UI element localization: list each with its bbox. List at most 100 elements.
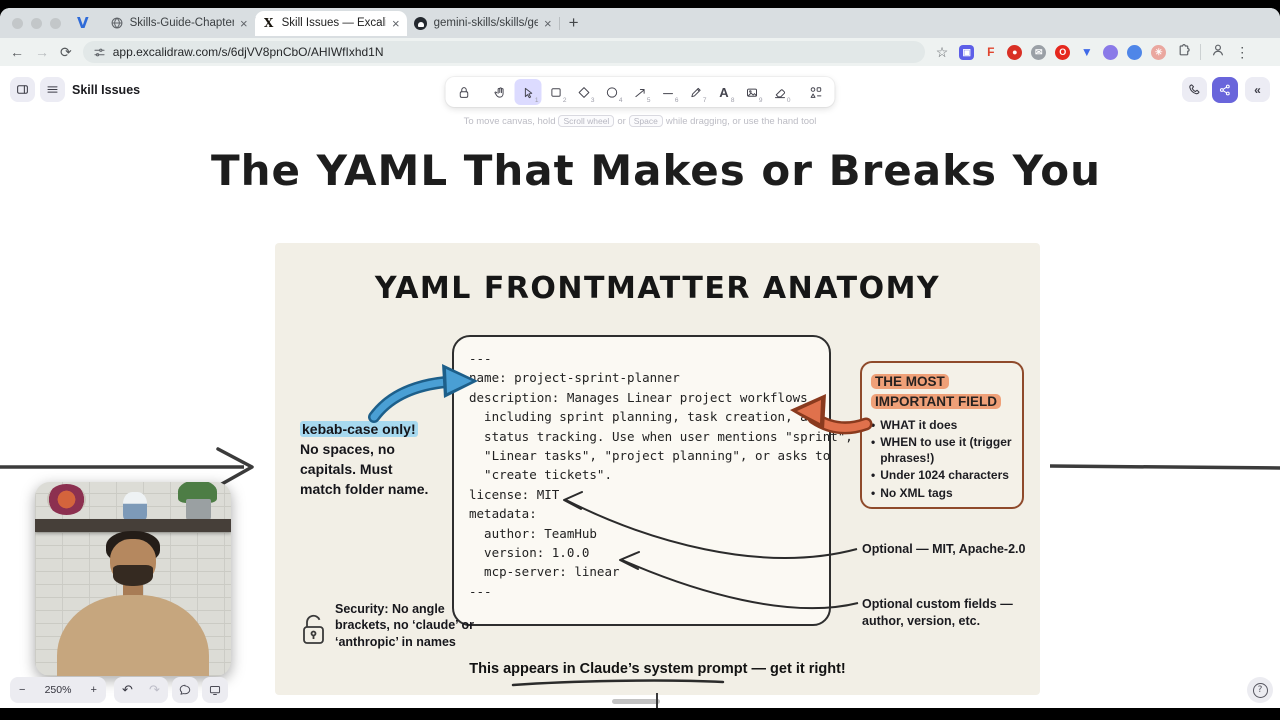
presentation-button[interactable] bbox=[202, 677, 228, 703]
excalidraw-canvas[interactable]: Skill Issues 1 2 3 bbox=[0, 66, 1280, 708]
kbd-space: Space bbox=[628, 115, 663, 127]
main-menu-button[interactable] bbox=[40, 77, 65, 102]
important-field-title: THE MOST IMPORTANT FIELD bbox=[871, 372, 1014, 411]
hamburger-icon bbox=[47, 86, 58, 93]
zoom-out-button[interactable]: − bbox=[19, 684, 26, 696]
code-line: metadata: bbox=[469, 506, 537, 522]
cursor-icon bbox=[524, 87, 533, 98]
selection-tool[interactable]: 1 bbox=[514, 79, 542, 105]
diamond-tool[interactable]: 3 bbox=[571, 79, 598, 105]
maximize-window-button[interactable] bbox=[50, 17, 61, 29]
security-note: Security: No angle brackets, no ‘claude’… bbox=[335, 602, 474, 649]
extension-camera-icon[interactable]: ▣ bbox=[959, 44, 975, 60]
redo-button[interactable]: ↷ bbox=[149, 682, 160, 698]
url-text[interactable]: app.excalidraw.com/s/6djVV8pnCbO/AHIWfIx… bbox=[112, 45, 384, 59]
lock-tool[interactable] bbox=[451, 79, 478, 105]
pinned-tab-favicon[interactable]: V bbox=[77, 14, 89, 32]
divider bbox=[1200, 44, 1202, 60]
back-button[interactable]: ← bbox=[10, 44, 24, 60]
text-icon: A bbox=[719, 84, 729, 100]
diamond-icon bbox=[578, 86, 590, 98]
collapse-sidebar-button[interactable]: « bbox=[1245, 77, 1270, 102]
code-line: license: MIT bbox=[469, 486, 560, 502]
extensions-row: ▣ F ● ✉ O ▼ ✳ ⋮ bbox=[959, 42, 1249, 63]
extension-v-icon[interactable]: ▼ bbox=[1080, 45, 1093, 59]
tab-skills-guide[interactable]: Skills-Guide-Chapter-Overvi × bbox=[103, 11, 256, 36]
tab-title: Skill Issues — Excalidraw Plus bbox=[281, 17, 386, 29]
rectangle-icon bbox=[551, 87, 561, 97]
rectangle-tool[interactable]: 2 bbox=[543, 79, 570, 105]
wall-decor-plate bbox=[46, 483, 86, 515]
plant-pot bbox=[185, 499, 212, 521]
code-line: "Linear tasks", "project planning", or a… bbox=[469, 448, 831, 464]
tab-excalidraw-active[interactable]: X Skill Issues — Excalidraw Plus × bbox=[254, 10, 407, 36]
extension-blue-icon[interactable] bbox=[1127, 44, 1143, 60]
zoom-level[interactable]: 250% bbox=[44, 684, 72, 696]
share-button[interactable] bbox=[1212, 77, 1238, 103]
arrow-icon bbox=[635, 88, 645, 97]
github-icon bbox=[414, 16, 428, 30]
ellipse-tool[interactable]: 4 bbox=[599, 79, 626, 105]
forward-button[interactable]: → bbox=[35, 44, 49, 60]
diagram-panel: YAML FRONTMATTER ANATOMY --- name: proje… bbox=[275, 243, 1040, 695]
code-line: version: 1.0.0 bbox=[469, 545, 590, 561]
sidebar-icon bbox=[17, 85, 28, 94]
presenter-beard bbox=[113, 565, 153, 586]
bullet-item: WHAT it does bbox=[880, 418, 958, 433]
extension-purple-icon[interactable] bbox=[1103, 44, 1119, 60]
important-field-box: THE MOST IMPORTANT FIELD •WHAT it does •… bbox=[860, 361, 1024, 509]
kbd-scroll-wheel: Scroll wheel bbox=[558, 115, 615, 127]
shelf-ornament bbox=[123, 491, 147, 521]
code-line: description: Manages Linear project work… bbox=[469, 389, 808, 405]
close-window-button[interactable] bbox=[12, 17, 23, 29]
horizontal-scrollbar[interactable] bbox=[612, 699, 660, 704]
browser-menu-icon[interactable]: ⋮ bbox=[1235, 44, 1250, 60]
help-button[interactable]: ? bbox=[1247, 677, 1273, 703]
eraser-tool[interactable]: 0 bbox=[767, 79, 794, 105]
code-line: name: project-sprint-planner bbox=[469, 370, 680, 386]
extension-flower-icon[interactable]: ✳ bbox=[1151, 44, 1167, 60]
line-tool[interactable]: 6 bbox=[655, 79, 682, 105]
eraser-icon bbox=[775, 88, 786, 98]
profile-avatar-icon[interactable] bbox=[1210, 42, 1226, 63]
extension-f-icon[interactable]: F bbox=[987, 45, 995, 59]
library-toggle-button[interactable] bbox=[10, 77, 35, 102]
reload-button[interactable]: ⟳ bbox=[60, 44, 72, 60]
security-lock-icon bbox=[300, 613, 327, 651]
tab-close-icon[interactable]: × bbox=[392, 15, 400, 31]
zoom-in-button[interactable]: + bbox=[90, 684, 97, 696]
image-tool[interactable]: 9 bbox=[739, 79, 766, 105]
webcam-overlay[interactable] bbox=[35, 482, 231, 676]
text-tool[interactable]: A 8 bbox=[719, 84, 735, 105]
ellipse-icon bbox=[606, 86, 618, 98]
comments-button[interactable] bbox=[172, 677, 198, 703]
tab-strip: V Skills-Guide-Chapter-Overvi × X Skill … bbox=[0, 8, 1280, 38]
image-icon bbox=[747, 88, 757, 97]
new-tab-button[interactable]: + bbox=[568, 13, 579, 32]
tab-gemini-skills[interactable]: gemini-skills/skills/gemini-ap × bbox=[407, 11, 560, 36]
code-line: "create tickets". bbox=[469, 467, 612, 483]
tab-title: Skills-Guide-Chapter-Overvi bbox=[129, 17, 235, 29]
bookmark-star-icon[interactable]: ☆ bbox=[935, 43, 949, 60]
hand-icon bbox=[494, 86, 504, 98]
site-settings-icon[interactable] bbox=[93, 46, 106, 59]
extensions-puzzle-icon[interactable] bbox=[1175, 42, 1191, 63]
custom-fields-annotation: Optional custom fields — author, version… bbox=[862, 597, 1013, 628]
extension-o-icon[interactable]: O bbox=[1055, 44, 1071, 60]
voice-call-button[interactable] bbox=[1182, 77, 1207, 102]
tab-close-icon[interactable]: × bbox=[544, 15, 552, 31]
extra-tools[interactable] bbox=[803, 79, 830, 105]
tab-close-icon[interactable]: × bbox=[240, 15, 248, 31]
globe-icon bbox=[110, 16, 124, 30]
excalidraw-favicon: X bbox=[263, 16, 274, 30]
shapes-icon bbox=[810, 86, 822, 98]
undo-button[interactable]: ↶ bbox=[122, 682, 133, 698]
arrow-tool[interactable]: 5 bbox=[627, 79, 654, 105]
hand-tool[interactable] bbox=[487, 79, 514, 105]
draw-tool[interactable]: 7 bbox=[683, 79, 710, 105]
address-bar[interactable]: app.excalidraw.com/s/6djVV8pnCbO/AHIWfIx… bbox=[82, 41, 925, 63]
minimize-window-button[interactable] bbox=[31, 17, 42, 29]
yaml-code-box: --- name: project-sprint-planner descrip… bbox=[452, 335, 853, 626]
extension-mail-icon[interactable]: ✉ bbox=[1031, 44, 1047, 60]
extension-record-icon[interactable]: ● bbox=[1007, 44, 1023, 60]
